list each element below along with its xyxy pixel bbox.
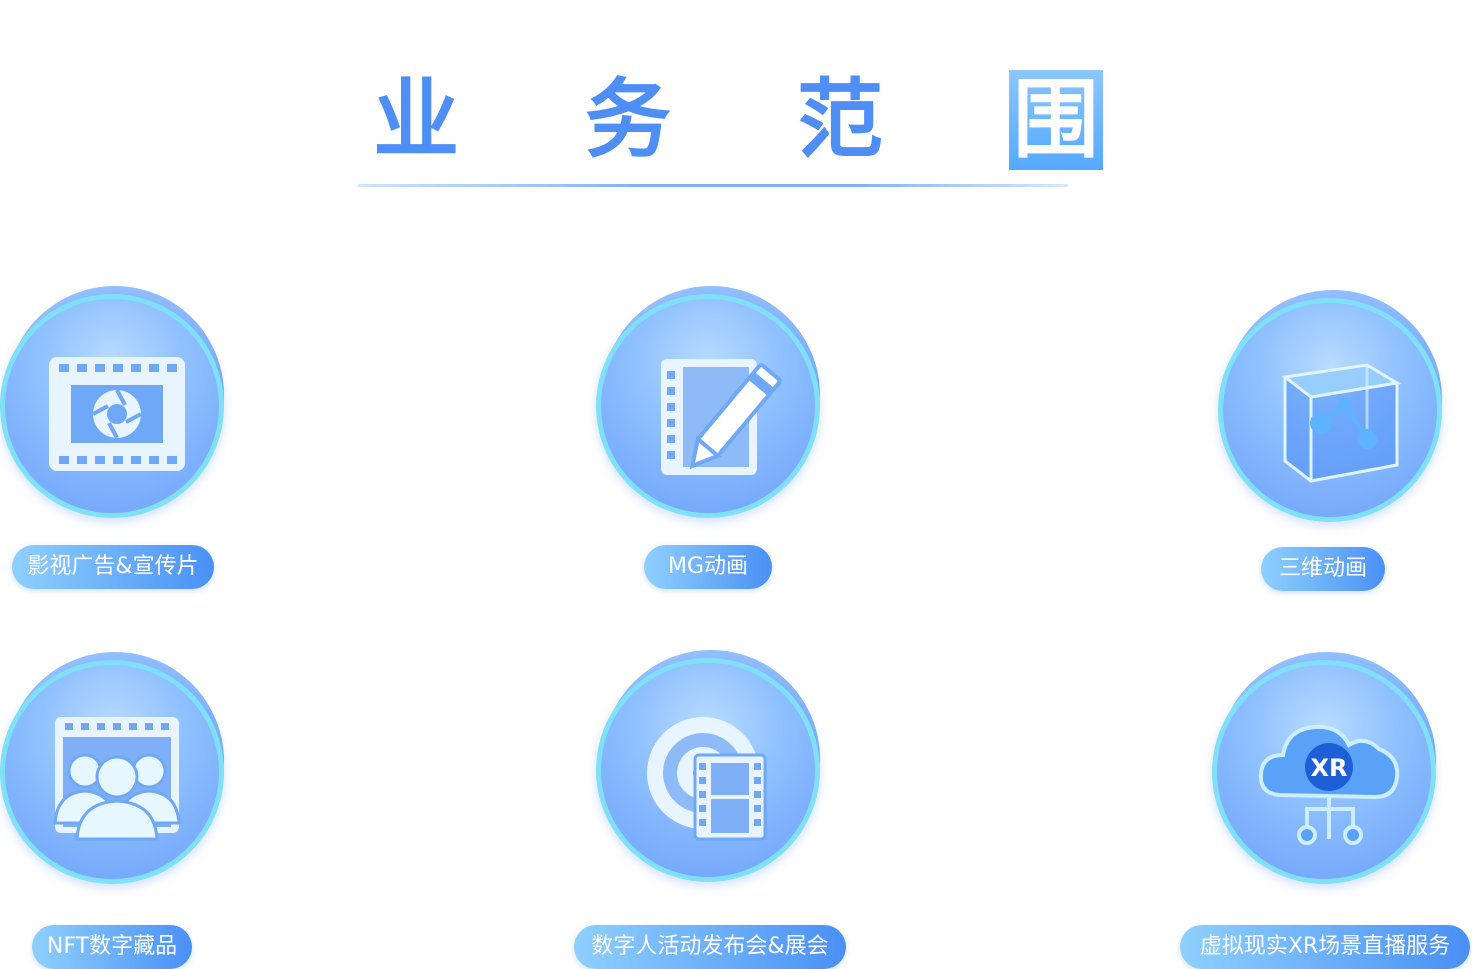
service-label[interactable]: 影视广告&宣传片 bbox=[12, 545, 214, 589]
service-card-nft[interactable] bbox=[0, 652, 230, 892]
film-people-icon bbox=[53, 717, 181, 841]
film-camera-icon bbox=[49, 357, 185, 471]
service-label[interactable]: 虚拟现实XR场景直播服务 bbox=[1180, 925, 1470, 969]
service-label[interactable]: MG动画 bbox=[644, 545, 772, 589]
service-label[interactable]: NFT数字藏品 bbox=[32, 925, 192, 969]
page-title: 业 务 范 围 bbox=[0, 70, 1428, 170]
disc-film-icon bbox=[647, 717, 767, 841]
service-card-digital-human[interactable] bbox=[596, 650, 826, 890]
service-label[interactable]: 数字人活动发布会&展会 bbox=[574, 925, 846, 969]
title-main: 业 务 范 bbox=[373, 70, 931, 170]
xr-cloud-icon: XR bbox=[1258, 724, 1400, 845]
service-card-film-ad[interactable] bbox=[0, 286, 230, 526]
film-pencil-icon bbox=[661, 359, 782, 475]
service-card-3d-animation[interactable] bbox=[1218, 290, 1448, 530]
3d-cube-icon bbox=[1281, 363, 1402, 483]
service-card-mg-animation[interactable] bbox=[596, 286, 826, 526]
service-label[interactable]: 三维动画 bbox=[1261, 547, 1385, 591]
service-card-xr-live[interactable]: XR bbox=[1212, 652, 1442, 892]
xr-badge-text: XR bbox=[1311, 754, 1348, 782]
title-divider bbox=[358, 184, 1068, 187]
title-highlight: 围 bbox=[1008, 70, 1103, 170]
